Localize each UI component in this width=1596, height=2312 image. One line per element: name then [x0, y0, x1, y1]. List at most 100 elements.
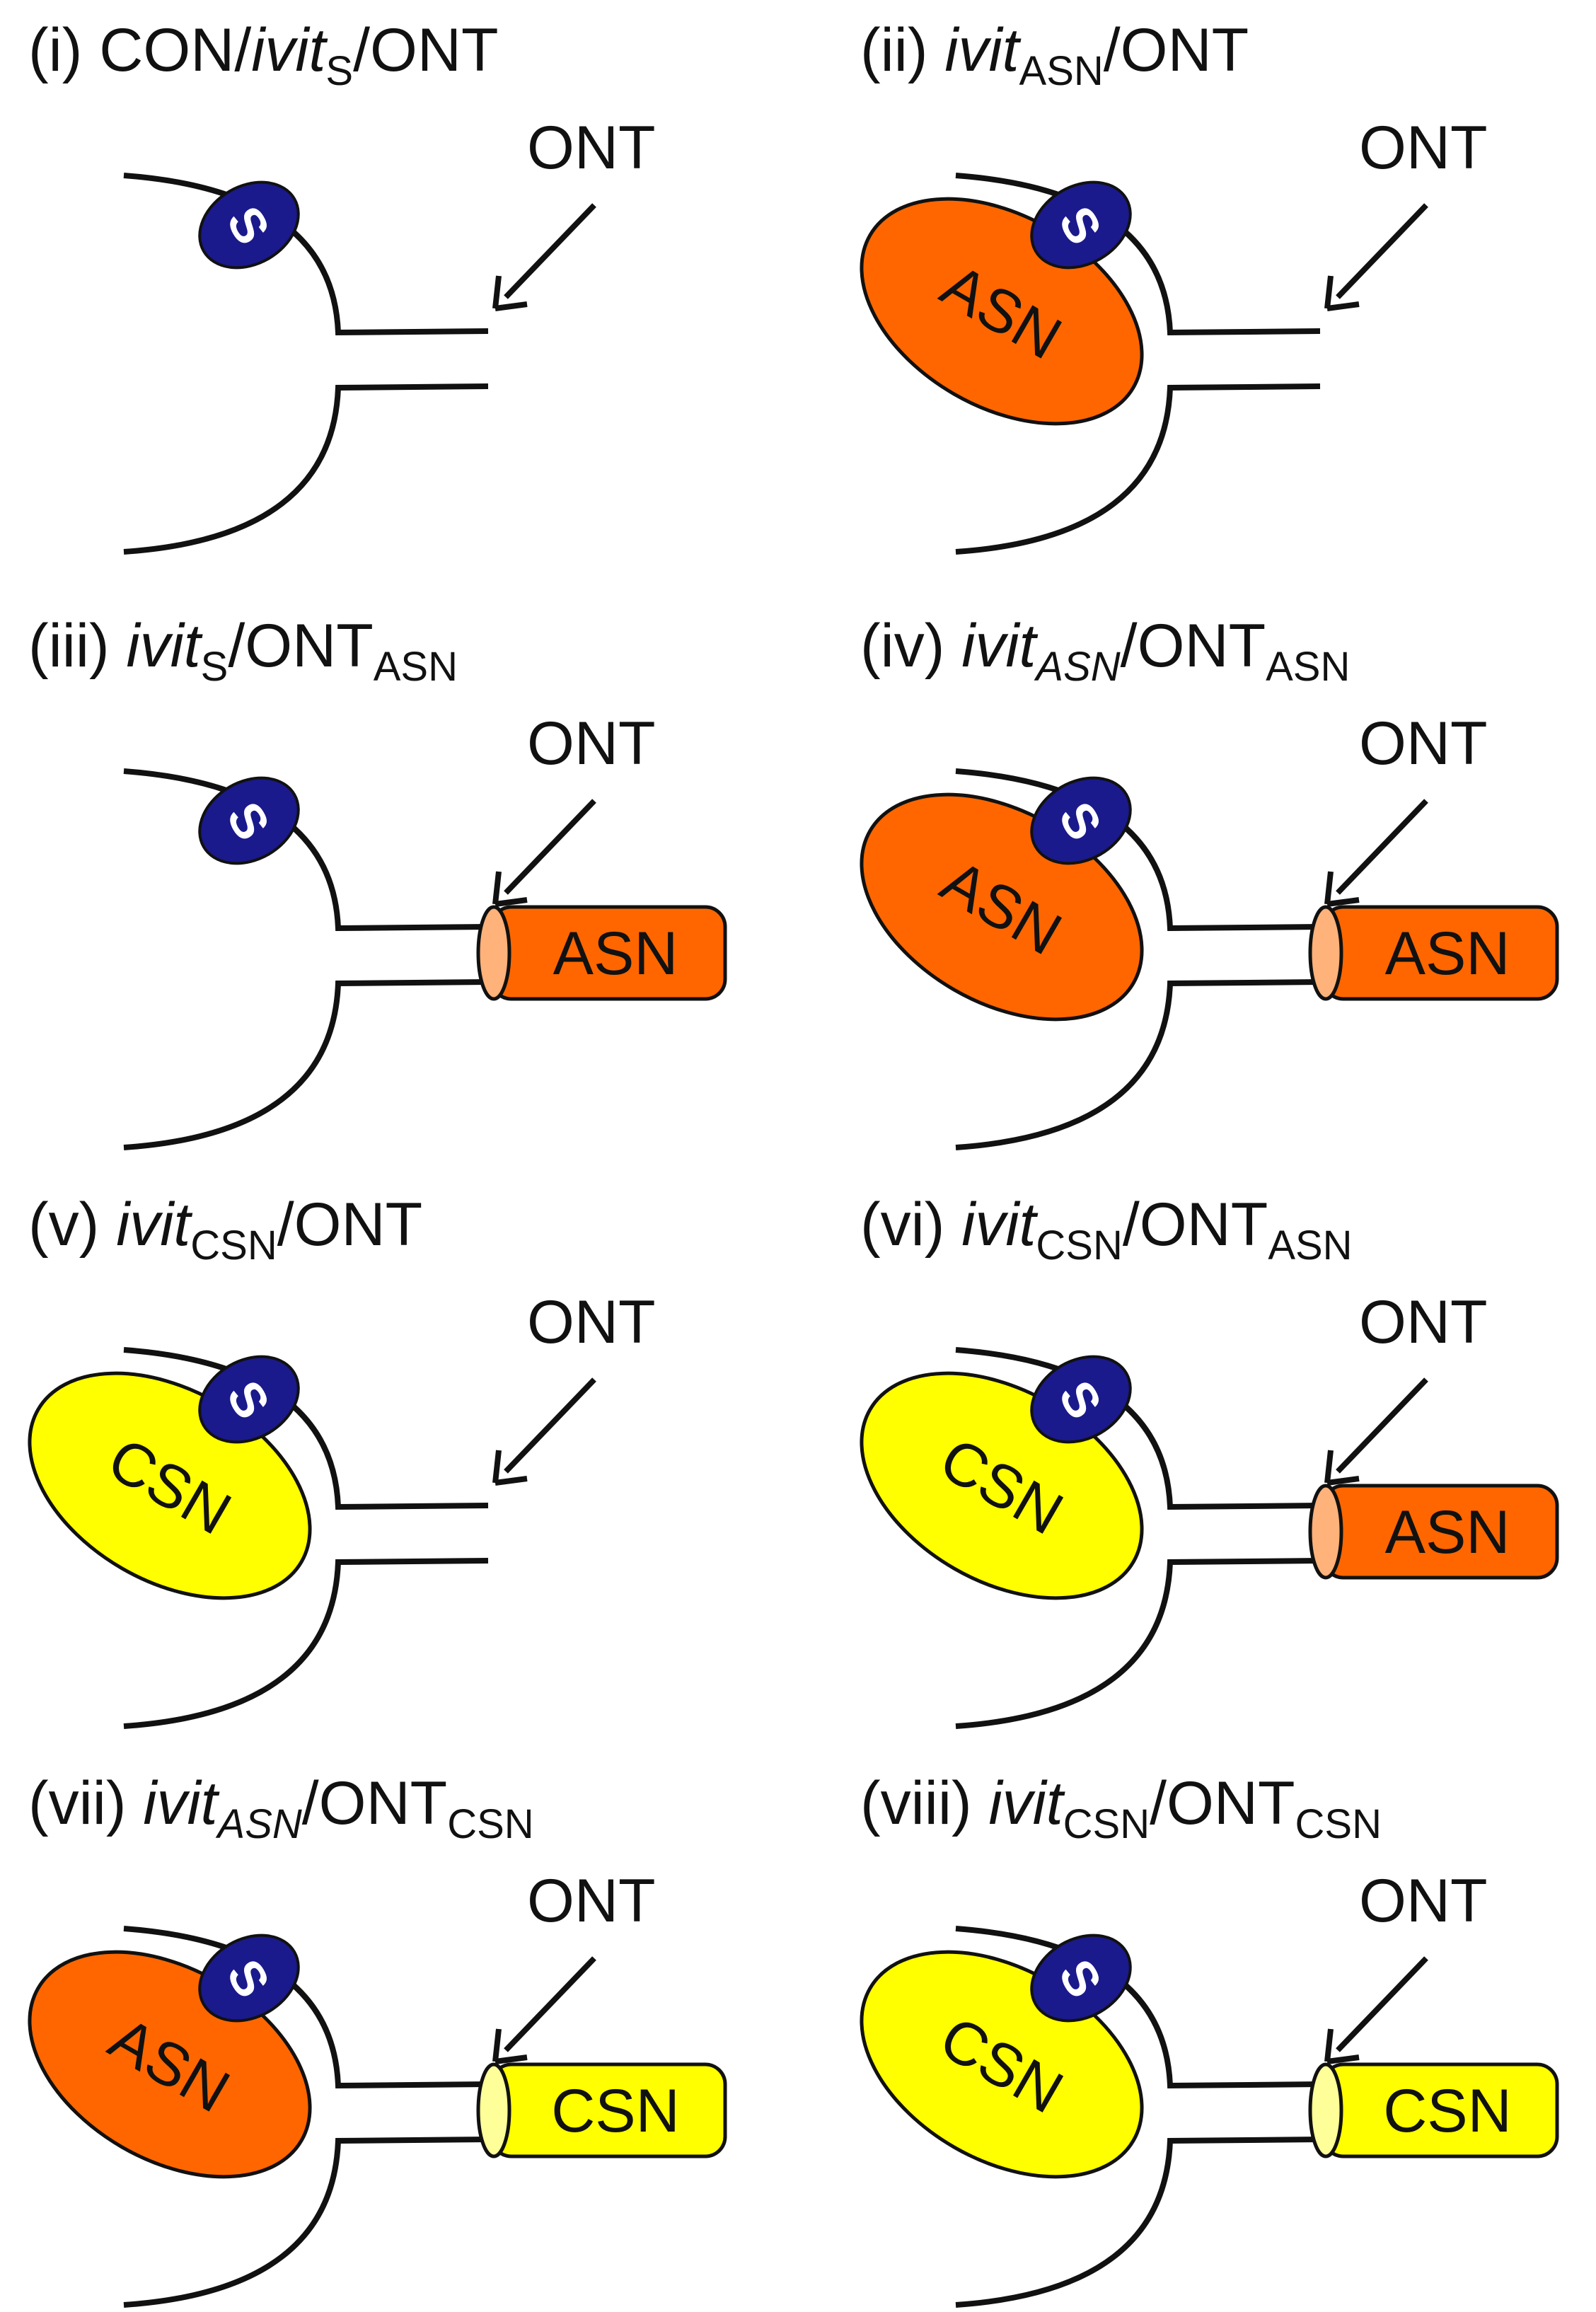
s-marker — [1030, 776, 1132, 865]
title-italic-sub: ASN — [216, 1801, 302, 1847]
tube-opening — [1308, 905, 1343, 1001]
title-suffix: /ONT — [1123, 1191, 1268, 1259]
ont-arrow-label: ONT — [527, 1867, 656, 1935]
title-italic: ivit — [143, 1769, 219, 1837]
panel-numeral: (ii) — [860, 16, 928, 84]
tube-opening — [1308, 1484, 1343, 1580]
panel-numeral: (i) — [28, 16, 82, 84]
optic-cup-lower — [123, 1558, 489, 1729]
s-marker — [1030, 180, 1132, 270]
title-suffix: /ONT — [302, 1769, 447, 1837]
title-prefix: CON/ — [99, 16, 251, 84]
ont-arrow-label: ONT — [1359, 114, 1488, 182]
title-suffix: /ONT — [228, 612, 373, 680]
panel-title: (iv) ivitASN/ONTASN — [860, 612, 1350, 690]
title-sub: CSN — [190, 1223, 277, 1268]
title-sub: S — [201, 644, 229, 690]
ont-arrow-shaft — [504, 203, 596, 299]
title-suffix: /ONT — [1121, 612, 1266, 680]
title-suffix-sub: ASN — [1266, 644, 1350, 690]
title-italic: ivit — [961, 1191, 1038, 1259]
asn-tube-label: ASN — [1385, 1498, 1510, 1566]
optic-cup-lower — [123, 383, 489, 555]
title-suffix: /ONT — [353, 16, 498, 84]
optic-cup-upper — [123, 768, 489, 932]
panel-title: (ii) ivitASN/ONT — [860, 16, 1249, 94]
asn-tube-label: ASN — [1385, 920, 1510, 988]
panel-title: (viii) ivitCSN/ONTCSN — [860, 1769, 1382, 1847]
ont-arrow-shaft — [504, 1377, 596, 1474]
s-marker — [198, 180, 300, 270]
optic-cup-lower — [955, 979, 1321, 1150]
asn-tube-label: ASN — [553, 920, 678, 988]
panel-numeral: (iii) — [28, 612, 110, 680]
panel-title: (vii) ivitASN/ONTCSN — [28, 1769, 534, 1847]
optic-cup-upper — [123, 173, 489, 336]
title-space — [99, 1191, 116, 1259]
ont-arrow-head — [492, 275, 528, 311]
title-italic: ivit — [127, 612, 203, 680]
title-suffix: /ONT — [277, 1191, 422, 1259]
title-sub: ASN — [1019, 48, 1104, 94]
title-space — [127, 1769, 144, 1837]
panel-title: (v) ivitCSN/ONT — [28, 1191, 422, 1268]
optic-cup-lower — [955, 2137, 1321, 2308]
title-space — [944, 612, 961, 680]
ont-arrow-label: ONT — [527, 114, 656, 182]
ont-arrow-shaft — [1336, 799, 1428, 895]
title-suffix: /ONT — [1150, 1769, 1295, 1837]
ont-arrow-label: ONT — [527, 710, 656, 778]
ont-arrow-head — [1324, 1450, 1360, 1486]
ont-arrow-head — [492, 871, 528, 907]
title-suffix-sub: CSN — [1295, 1801, 1382, 1847]
s-marker — [1030, 1355, 1132, 1444]
csn-tube-label: CSN — [551, 2077, 680, 2145]
s-marker — [198, 776, 300, 865]
title-italic: ivit — [961, 612, 1038, 680]
ont-arrow-shaft — [504, 799, 596, 895]
ont-arrow-shaft — [1336, 1377, 1428, 1474]
panel-numeral: (v) — [28, 1191, 99, 1259]
title-italic: ivit — [989, 1769, 1065, 1837]
tube-opening — [476, 2062, 511, 2158]
optic-cup-lower — [123, 979, 489, 1150]
ont-arrow-head — [492, 2028, 528, 2064]
tube-opening — [476, 905, 511, 1001]
panel-numeral: (iv) — [860, 612, 944, 680]
optic-cup-lower — [123, 2137, 489, 2308]
title-italic: ivit — [251, 16, 328, 84]
ont-arrow-head — [1324, 275, 1360, 311]
panel-numeral: (vi) — [860, 1191, 944, 1259]
title-space — [972, 1769, 989, 1837]
s-marker — [198, 1355, 300, 1444]
panel-numeral: (viii) — [860, 1769, 972, 1837]
title-sub: CSN — [1036, 1223, 1122, 1268]
ont-arrow-shaft — [1336, 1956, 1428, 2052]
title-italic: ivit — [116, 1191, 192, 1259]
csn-tube-label: CSN — [1383, 2077, 1512, 2145]
title-space — [944, 1191, 961, 1259]
title-suffix-sub: ASN — [374, 644, 458, 690]
panel-title: (iii) ivitS/ONTASN — [28, 612, 458, 690]
tube-opening — [1308, 2062, 1343, 2158]
s-marker — [198, 1934, 300, 2023]
panel-title: (i) CON/ivitS/ONT — [28, 16, 499, 94]
panel-title: (vi) ivitCSN/ONTASN — [860, 1191, 1353, 1268]
panel-numeral: (vii) — [28, 1769, 127, 1837]
title-suffix-sub: CSN — [447, 1801, 533, 1847]
title-space — [110, 612, 127, 680]
optic-cup-lower — [955, 383, 1321, 555]
title-sub: S — [325, 48, 353, 94]
ont-arrow-shaft — [504, 1956, 596, 2052]
ont-arrow-label: ONT — [1359, 710, 1488, 778]
title-italic: ivit — [944, 16, 1021, 84]
